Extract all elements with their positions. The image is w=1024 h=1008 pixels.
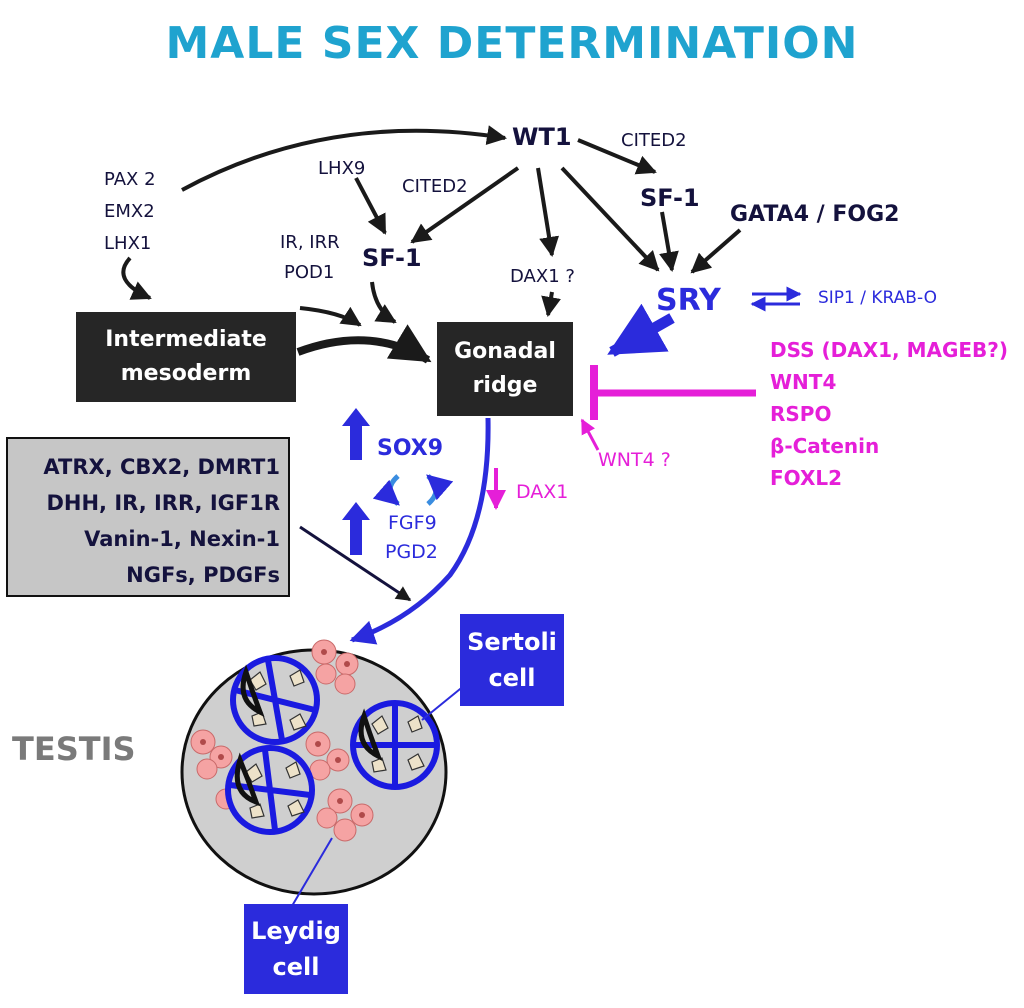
arrow-sox9-up xyxy=(342,408,370,460)
cofactor-line: DHH, IR, IRR, IGF1R xyxy=(46,491,280,515)
arrow-pgd2-up xyxy=(342,502,370,555)
leydig-line: Leydig xyxy=(251,917,341,945)
germ-cells xyxy=(245,669,425,819)
fgf9-label: FGF9 xyxy=(388,512,437,534)
sry-label: SRY xyxy=(656,283,721,318)
diagram-title: MALE SEX DETERMINATION xyxy=(165,18,859,69)
arrow-sf1-to-ridge xyxy=(370,281,397,324)
sertoli-line: cell xyxy=(488,664,536,692)
arrow-wt1-to-sf1-left xyxy=(410,166,520,244)
pax-emx-lhx-list: PAX 2 EMX2 LHX1 xyxy=(104,164,156,260)
leydig-callout-line xyxy=(291,837,333,907)
arrow-dax1-to-ridge xyxy=(541,291,561,317)
inhibitor-item: FOXL2 xyxy=(770,466,843,490)
leydig-cell-box: Leydig cell xyxy=(244,904,348,994)
cofactor-box: ATRX, CBX2, DMRT1 DHH, IR, IRR, IGF1R Va… xyxy=(6,437,290,597)
arrow-wt1-to-dax1 xyxy=(536,167,560,257)
dax1-down-label: DAX1 xyxy=(516,481,569,503)
leydig-nuclei xyxy=(200,649,365,818)
pax-list-item: LHX1 xyxy=(104,233,152,254)
sip1-krab-label: SIP1 / KRAB-O xyxy=(818,288,937,308)
arrow-lhx9-to-sf1 xyxy=(354,177,387,235)
arrow-mesoderm-to-ridge xyxy=(296,324,432,364)
pgd2-label: PGD2 xyxy=(385,541,438,563)
dax1-question-label: DAX1 ? xyxy=(510,266,575,287)
gonadal-ridge-line: ridge xyxy=(472,373,538,398)
arrow-sf1-to-sry xyxy=(659,211,679,272)
arrow-sry-to-ridge xyxy=(607,303,675,357)
arrow-wt1-to-sry xyxy=(560,166,660,272)
arrow-wnt4-to-ridge xyxy=(580,418,600,451)
lhx9-label: LHX9 xyxy=(318,158,366,179)
arrow-ridge-to-testis xyxy=(349,417,491,645)
cycle-arrow-right xyxy=(426,474,454,506)
testis-label: TESTIS xyxy=(12,730,136,768)
inhibitor-item: WNT4 xyxy=(770,370,837,394)
mesoderm-line: mesoderm xyxy=(120,361,252,386)
ir-irr-label: IR, IRR xyxy=(280,232,340,253)
arrow-lhx1-to-mesoderm xyxy=(121,256,152,300)
leydig-line: cell xyxy=(272,953,320,981)
pax-list-item: EMX2 xyxy=(104,201,155,222)
pax-list-item: PAX 2 xyxy=(104,169,156,190)
arrow-factors-to-testis xyxy=(299,525,412,602)
gonadal-ridge-line: Gonadal xyxy=(454,339,556,364)
sertoli-callout-line xyxy=(421,684,466,721)
inhibitor-item: β-Catenin xyxy=(770,434,880,458)
inhibitor-item: DSS (DAX1, MAGEB?) xyxy=(770,338,1009,362)
sf1-right-label: SF-1 xyxy=(640,184,700,212)
pod1-label: POD1 xyxy=(284,262,335,283)
sox9-label: SOX9 xyxy=(377,436,444,461)
wt1-label: WT1 xyxy=(512,123,572,151)
arrow-gata4-to-sry xyxy=(690,228,742,274)
sertoli-cell-box: Sertoli cell xyxy=(460,614,564,706)
inhibitor-list: DSS (DAX1, MAGEB?) WNT4 RSPO β-Catenin F… xyxy=(770,334,1008,494)
sf1-left-label: SF-1 xyxy=(362,244,422,272)
sertoli-line: Sertoli xyxy=(467,628,557,656)
cited2-left-label: CITED2 xyxy=(402,176,468,197)
cofactor-line: NGFs, PDGFs xyxy=(126,563,280,587)
cited2-right-label: CITED2 xyxy=(621,130,687,151)
gonadal-ridge-box: Gonadal ridge xyxy=(437,322,573,416)
cofactor-line: Vanin-1, Nexin-1 xyxy=(84,527,280,551)
arrow-wt1-to-sf1-right xyxy=(577,138,657,175)
intermediate-mesoderm-box: Intermediate mesoderm xyxy=(76,312,296,402)
inhibitor-item: RSPO xyxy=(770,402,832,426)
wnt4-question-label: WNT4 ? xyxy=(598,449,671,471)
arrow-pod1-to-ridge xyxy=(299,306,362,327)
cofactor-line: ATRX, CBX2, DMRT1 xyxy=(43,455,280,479)
gata4-fog2-label: GATA4 / FOG2 xyxy=(730,202,900,227)
cycle-arrow-left xyxy=(372,474,400,506)
arrow-pax-to-wt1 xyxy=(181,125,507,192)
mesoderm-line: Intermediate xyxy=(105,327,267,352)
sertoli-cells xyxy=(234,664,383,807)
